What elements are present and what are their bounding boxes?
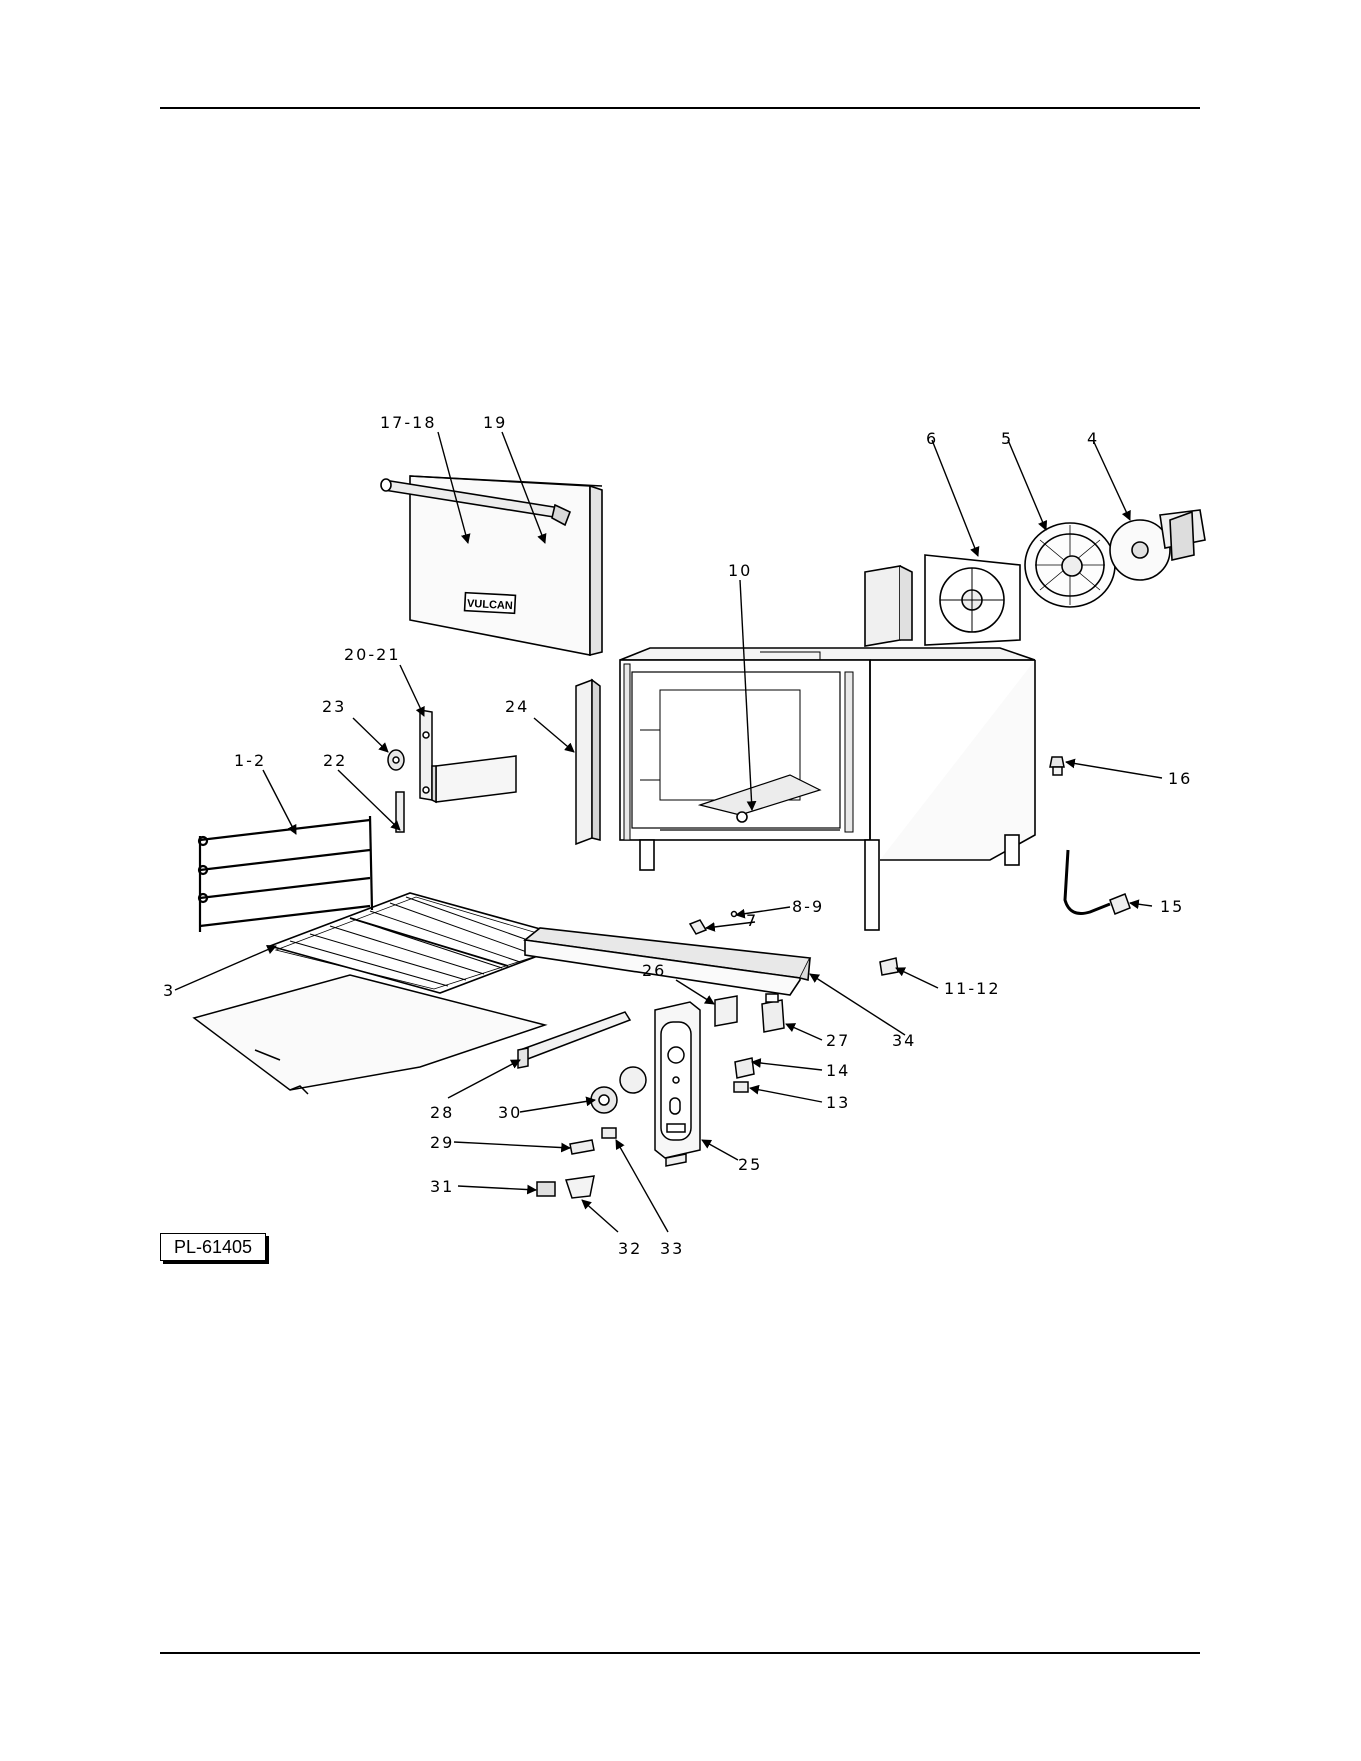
callout-22: 22 [323,751,347,770]
callout-13: 13 [826,1093,850,1112]
callout-33: 33 [660,1239,684,1258]
oven-door: VULCAN [381,476,602,655]
rack-supports [199,816,372,932]
door-brand-badge: VULCAN [467,598,513,612]
callout-26: 26 [642,961,666,980]
front-kick-panel-34 [525,928,810,995]
callout-32: 32 [618,1239,642,1258]
callout-15: 15 [1160,897,1184,916]
callout-8-9: 8-9 [792,897,824,916]
callout-25: 25 [738,1155,762,1174]
callout-28: 28 [430,1103,454,1122]
callout-10: 10 [728,561,752,580]
hinge-assembly [388,710,516,832]
callout-24: 24 [505,697,529,716]
callout-6: 6 [926,429,938,448]
callout-17-18: 17-18 [380,413,437,432]
callout-7: 7 [746,911,758,930]
bottom-panel [194,975,545,1094]
callout-30: 30 [498,1103,522,1122]
callout-31: 31 [430,1177,454,1196]
callout-34: 34 [892,1031,916,1050]
callout-1-2: 1-2 [234,751,266,770]
callout-11-12: 11-12 [944,979,1001,998]
callout-16: 16 [1168,769,1192,788]
drawing-reference-label: PL-61405 [160,1233,266,1261]
callout-20-21: 20-21 [344,645,401,664]
blower-parts [925,510,1205,645]
callout-29: 29 [430,1133,454,1152]
callout-4: 4 [1087,429,1099,448]
door-gasket-24 [576,680,600,844]
callout-5: 5 [1001,429,1013,448]
callout-27: 27 [826,1031,850,1050]
callout-23: 23 [322,697,346,716]
callout-19: 19 [483,413,507,432]
callout-3: 3 [163,981,175,1000]
callout-14: 14 [826,1061,850,1080]
